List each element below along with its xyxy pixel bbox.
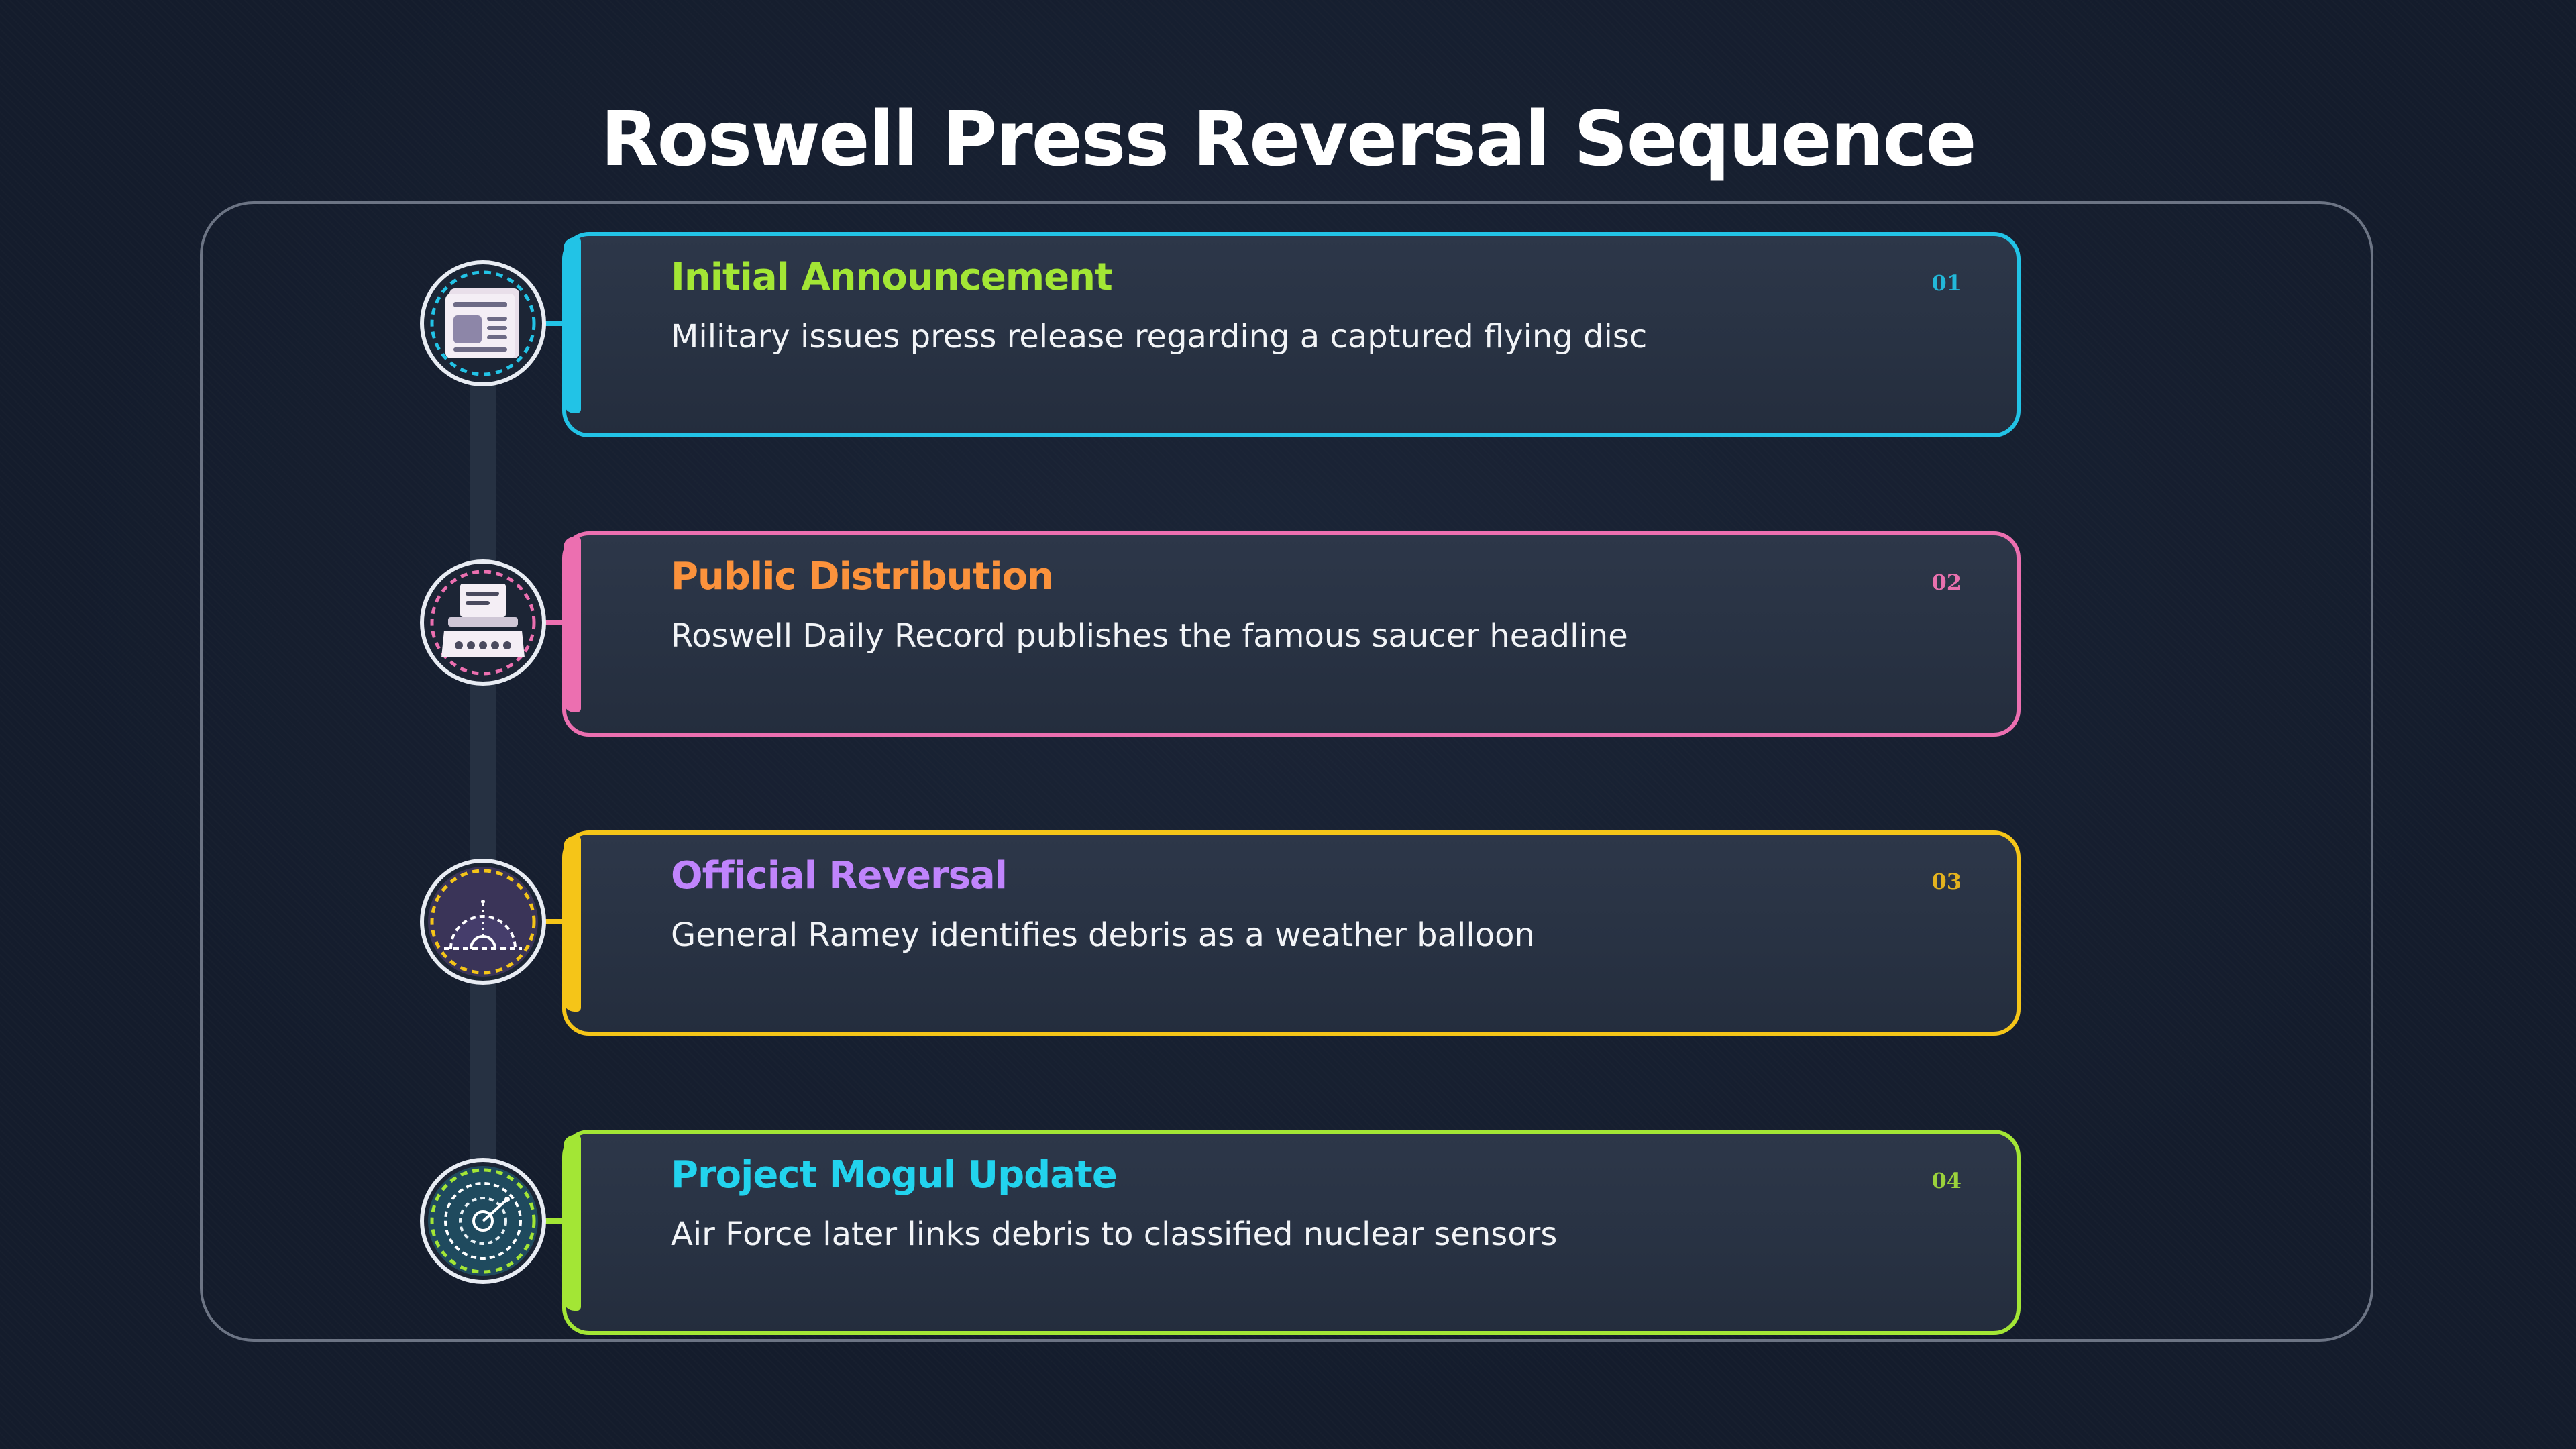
step-number: 02 (1931, 570, 1962, 595)
step-description: Roswell Daily Record publishes the famou… (671, 617, 1628, 655)
card-accent-bar (564, 537, 581, 712)
timeline-frame (200, 201, 2373, 1342)
card-accent-bar (564, 237, 581, 413)
step-title: Initial Announcement (671, 256, 1113, 299)
card-accent-bar (564, 1135, 581, 1311)
step-title: Public Distribution (671, 555, 1054, 598)
step-card-4: Project Mogul Update Air Force later lin… (562, 1130, 2021, 1335)
step-card-1: Initial Announcement Military issues pre… (562, 232, 2021, 437)
connector-1 (543, 321, 564, 326)
step-title: Project Mogul Update (671, 1153, 1118, 1197)
page-title: Roswell Press Reversal Sequence (600, 96, 1976, 183)
step-2-node (420, 559, 546, 686)
step-number: 03 (1931, 869, 1962, 894)
card-accent-bar (564, 836, 581, 1012)
weather-balloon-icon (428, 867, 538, 977)
step-4-node (420, 1158, 546, 1284)
printing-press-icon (428, 568, 538, 678)
step-number: 01 (1931, 270, 1962, 296)
connector-2 (543, 620, 564, 625)
step-1-node (420, 260, 546, 386)
connector-4 (543, 1218, 564, 1224)
timeline-line (470, 322, 496, 1234)
step-title: Official Reversal (671, 854, 1008, 898)
step-description: Air Force later links debris to classifi… (671, 1216, 1558, 1253)
step-description: Military issues press release regarding … (671, 318, 1648, 356)
newspaper-icon (428, 268, 538, 378)
connector-3 (543, 919, 564, 924)
step-description: General Ramey identifies debris as a wea… (671, 916, 1535, 954)
step-3-node (420, 859, 546, 985)
step-card-2: Public Distribution Roswell Daily Record… (562, 531, 2021, 737)
step-number: 04 (1931, 1168, 1962, 1193)
step-card-3: Official Reversal General Ramey identifi… (562, 830, 2021, 1036)
radar-sensor-icon (428, 1166, 538, 1276)
